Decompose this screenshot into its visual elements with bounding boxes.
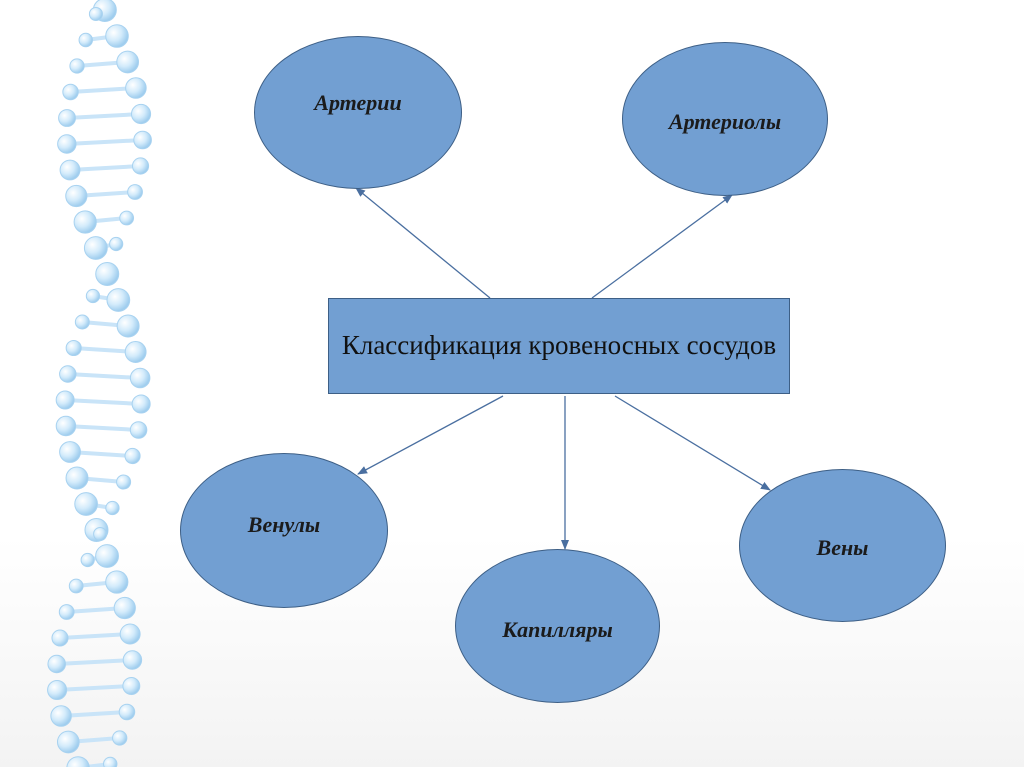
dna-bead	[119, 210, 135, 226]
dna-bead	[65, 339, 82, 357]
node-arterioly: Артериолы	[622, 42, 828, 196]
dna-bead	[83, 236, 108, 260]
dna-bead	[65, 466, 89, 490]
dna-bead	[116, 314, 140, 338]
dna-bead	[56, 730, 80, 754]
node-arterioly-label: Артериолы	[668, 109, 782, 134]
node-arterii-label: Артерии	[314, 89, 402, 115]
dna-bead	[131, 157, 150, 175]
dna-bead	[58, 109, 76, 127]
dna-bead	[105, 570, 129, 594]
dna-bead	[55, 415, 77, 437]
dna-rung	[68, 86, 138, 94]
dna-bead	[113, 596, 136, 620]
dna-bead	[74, 314, 90, 330]
dna-rung	[55, 684, 134, 692]
dna-bead	[133, 130, 152, 150]
dna-bead	[59, 441, 81, 463]
dna-bead	[69, 58, 85, 74]
dna-bead	[124, 341, 147, 363]
dna-rung	[65, 372, 143, 380]
dna-bead	[109, 236, 124, 252]
dna-rung	[58, 632, 133, 640]
node-kapillyary-label: Капилляры	[502, 617, 613, 642]
dna-bead	[112, 730, 128, 746]
dna-bead	[58, 604, 75, 620]
dna-bead	[68, 578, 84, 594]
dna-bead	[131, 394, 151, 414]
node-veny: Вены	[739, 469, 946, 622]
node-arterii: Артерии	[254, 36, 462, 189]
dna-bead	[59, 159, 81, 181]
dna-bead	[116, 474, 132, 490]
dna-bead	[122, 650, 143, 670]
dna-bead	[125, 77, 147, 99]
dna-bead	[122, 677, 141, 695]
node-kapillyary: Капилляры	[455, 549, 660, 703]
dna-bead	[105, 500, 120, 516]
dna-bead	[57, 134, 77, 154]
dna-bead	[85, 288, 101, 304]
dna-bead	[80, 552, 95, 568]
arrow-to-venuly	[357, 395, 504, 475]
dna-bead	[51, 629, 69, 647]
dna-bead	[105, 24, 129, 48]
dna-rung	[68, 164, 143, 172]
dna-bead	[95, 262, 120, 286]
node-veny-label: Вены	[816, 534, 869, 560]
dna-bead	[78, 32, 93, 48]
dna-bead	[127, 184, 143, 200]
center-label: Классификация кровеносных сосудов	[341, 330, 777, 361]
dna-bead	[106, 288, 131, 312]
dna-bead	[119, 623, 141, 645]
dna-rung	[65, 112, 144, 120]
dna-helix-icon	[47, 0, 152, 767]
dna-rung	[63, 398, 144, 406]
arrow-to-arterii	[355, 187, 491, 299]
dna-bead	[47, 654, 67, 674]
dna-rung	[64, 138, 145, 146]
node-venuly: Венулы	[180, 453, 388, 608]
dna-bead	[59, 365, 77, 383]
dna-rung	[59, 710, 129, 718]
dna-bead	[130, 103, 152, 125]
dna-bead	[124, 447, 141, 465]
dna-rung	[54, 658, 135, 666]
node-venuly-label: Венулы	[247, 511, 321, 537]
dna-bead	[95, 544, 119, 568]
dna-bead	[74, 492, 98, 516]
dna-bead	[55, 390, 75, 410]
center-box: Классификация кровеносных сосудов	[328, 298, 790, 394]
dna-bead	[102, 756, 118, 767]
dna-bead	[118, 703, 136, 721]
dna-bead	[129, 367, 151, 389]
dna-bead	[73, 210, 97, 234]
dna-bead	[129, 421, 148, 439]
dna-bead	[50, 705, 72, 727]
dna-bead	[88, 6, 103, 22]
dna-bead	[62, 83, 79, 101]
dna-bead	[65, 184, 88, 208]
arrow-to-arterioly	[591, 194, 733, 299]
dna-rung	[63, 424, 141, 432]
arrow-to-veny	[614, 395, 771, 491]
dna-bead	[93, 526, 108, 542]
dna-bead	[47, 679, 68, 701]
dna-bead	[116, 50, 140, 74]
dna-bead	[66, 756, 90, 767]
